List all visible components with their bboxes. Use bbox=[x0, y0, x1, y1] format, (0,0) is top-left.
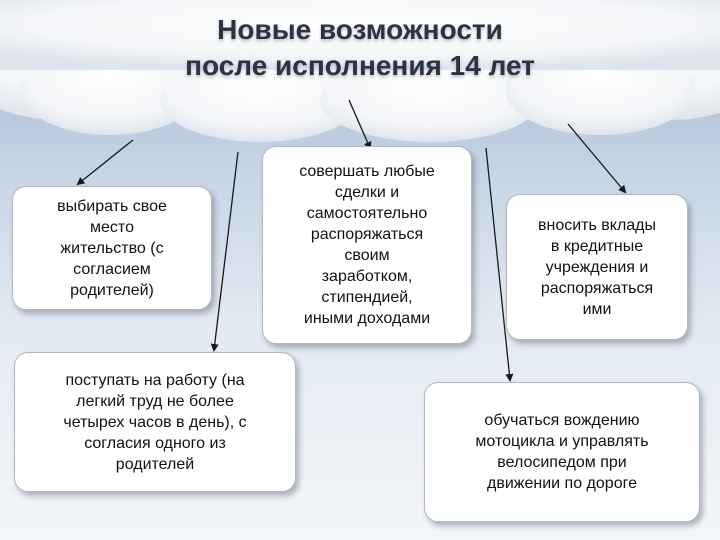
box-work: поступать на работу (на легкий труд не б… bbox=[14, 352, 296, 492]
box-deals-line: распоряжаться bbox=[310, 226, 424, 243]
box-driving: обучаться вождению мотоцикла и управлять… bbox=[424, 382, 700, 522]
box-work-line: поступать на работу (на bbox=[65, 371, 245, 389]
box-residence-line: родителей) bbox=[70, 281, 154, 299]
box-deals-line: своим bbox=[344, 247, 390, 264]
box-deals-line: самостоятельно bbox=[306, 205, 428, 222]
cloud-shape bbox=[0, 0, 720, 142]
box-work-line: согласия одного из bbox=[84, 434, 226, 452]
box-deposits-line: учреждения и bbox=[545, 258, 649, 276]
box-deposits-line: распоряжаться bbox=[540, 279, 654, 297]
box-deposits-line: вносить вклады bbox=[537, 216, 657, 234]
box-residence-line: выбирать свое bbox=[57, 197, 167, 215]
box-driving-line: обучаться вождению bbox=[484, 412, 640, 429]
box-residence: выбирать свое место жительство (с соглас… bbox=[12, 186, 212, 310]
box-deals: совершать любые сделки и самостоятельно … bbox=[262, 146, 472, 344]
box-deposits-line: ими bbox=[582, 300, 612, 318]
box-deposits-line: в кредитные bbox=[550, 237, 644, 255]
box-deals-line: заработком, bbox=[321, 268, 413, 285]
title-line-1: Новые возможности bbox=[217, 14, 503, 45]
box-residence-line: место bbox=[90, 218, 134, 236]
title-line-2: после исполнения 14 лет bbox=[185, 50, 535, 81]
box-work-line: легкий труд не более bbox=[76, 392, 234, 410]
box-residence-line: согласием bbox=[73, 260, 151, 278]
box-work-line: родителей bbox=[115, 455, 195, 473]
box-deals-line: иными доходами bbox=[303, 310, 431, 327]
box-deals-line: совершать любые bbox=[299, 163, 435, 180]
box-deposits: вносить вклады в кредитные учреждения и … bbox=[506, 194, 688, 340]
box-work-line: четырех часов в день), с bbox=[63, 413, 247, 431]
box-residence-line: жительство (с bbox=[60, 239, 164, 257]
box-deals-line: стипендией, bbox=[321, 289, 413, 306]
page-title: Новые возможности после исполнения 14 ле… bbox=[100, 12, 620, 84]
box-driving-line: велосипедом при bbox=[497, 454, 627, 471]
box-deals-line: сделки и bbox=[334, 184, 400, 201]
box-driving-line: движении по дороге bbox=[487, 475, 637, 492]
box-driving-line: мотоцикла и управлять bbox=[475, 433, 649, 450]
